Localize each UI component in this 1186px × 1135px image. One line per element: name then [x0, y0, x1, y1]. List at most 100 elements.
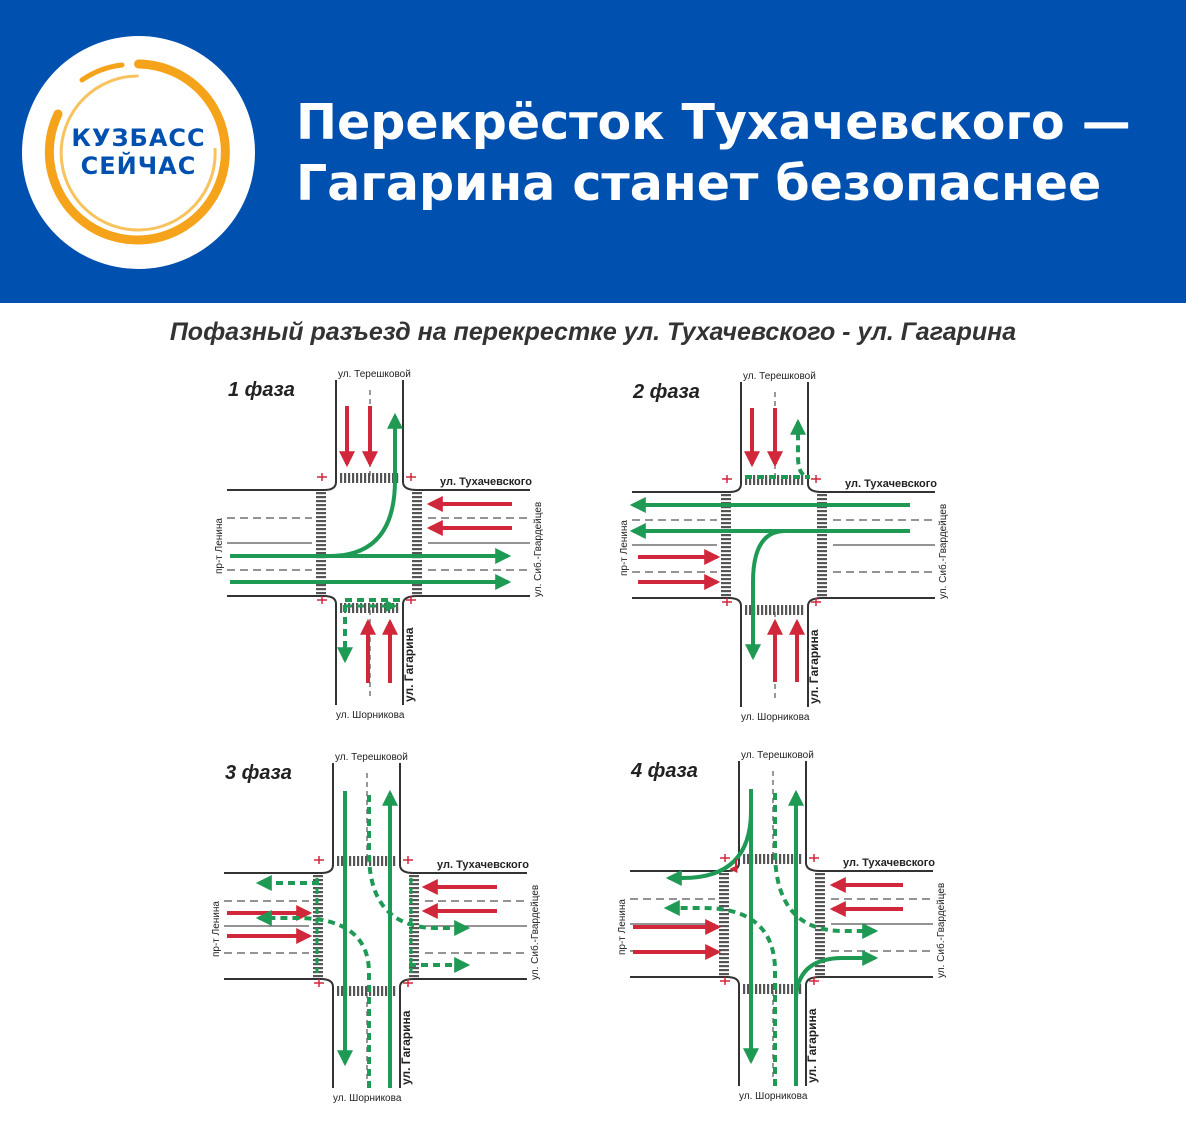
crosswalk-south — [743, 984, 746, 994]
crosswalk-west — [719, 941, 729, 944]
crosswalk-south — [777, 605, 780, 615]
crosswalk-south — [373, 986, 376, 996]
crosswalk-north — [384, 473, 387, 483]
crosswalk-east — [817, 506, 827, 509]
crosswalk-east — [412, 552, 422, 555]
crosswalk-east — [815, 937, 825, 940]
crosswalk-east — [815, 973, 825, 976]
crosswalk-west — [721, 506, 731, 509]
crosswalk-east — [815, 925, 825, 928]
crosswalk-east — [817, 574, 827, 577]
crosswalk-south — [384, 603, 387, 613]
crosswalk-south — [396, 603, 399, 613]
crosswalk-east — [412, 532, 422, 535]
crosswalk-south — [372, 603, 375, 613]
crosswalk-north — [368, 473, 371, 483]
crosswalk-west — [721, 594, 731, 597]
crosswalk-west — [316, 532, 326, 535]
crosswalk-west — [719, 949, 729, 952]
crosswalk-north — [352, 473, 355, 483]
crosswalk-east — [412, 564, 422, 567]
crosswalk-west — [721, 554, 731, 557]
crosswalk-north — [759, 854, 762, 864]
crosswalk-west — [313, 975, 323, 978]
crosswalk-north — [353, 856, 356, 866]
crosswalk-east — [409, 891, 419, 894]
street-label-east-vertical: ул. Сиб.-Гвардейцев — [935, 883, 947, 978]
crosswalk-east — [409, 967, 419, 970]
crosswalk-south — [356, 603, 359, 613]
street-label-east: ул. Тухачевского — [440, 476, 532, 488]
crosswalk-north — [348, 473, 351, 483]
crosswalk-north — [769, 475, 772, 485]
go-arrow-south-right — [794, 950, 879, 1002]
crosswalk-north — [396, 473, 399, 483]
crosswalk-east — [817, 590, 827, 593]
crosswalk-east — [409, 907, 419, 910]
crosswalk-west — [719, 877, 729, 880]
road-corner — [726, 976, 740, 986]
crosswalk-west — [721, 570, 731, 573]
crosswalk-west — [719, 965, 729, 968]
street-label-south: ул. Шорникова — [336, 710, 405, 721]
road-corner — [728, 597, 742, 607]
street-label-east-vertical: ул. Сиб.-Гвардейцев — [937, 504, 949, 599]
crosswalk-south — [368, 603, 371, 613]
crosswalk-east — [817, 498, 827, 501]
crosswalk-west — [316, 508, 326, 511]
crosswalk-west — [313, 875, 323, 878]
road-corner — [805, 976, 821, 986]
crosswalk-north — [360, 473, 363, 483]
crosswalk-east — [412, 496, 422, 499]
crosswalk-south — [761, 605, 764, 615]
crosswalk-north — [340, 473, 343, 483]
crosswalk-west — [316, 500, 326, 503]
crosswalk-south — [799, 984, 802, 994]
crosswalk-east — [409, 903, 419, 906]
crosswalk-west — [316, 568, 326, 571]
brand-line-1: КУЗБАСС — [71, 124, 206, 152]
crosswalk-east — [409, 959, 419, 962]
crosswalk-east — [412, 516, 422, 519]
crosswalk-east — [409, 935, 419, 938]
crosswalk-north — [777, 475, 780, 485]
crosswalk-west — [719, 945, 729, 948]
crosswalk-west — [316, 520, 326, 523]
crosswalk-west — [721, 562, 731, 565]
road-corner — [805, 862, 821, 872]
crosswalk-east — [412, 560, 422, 563]
crosswalk-north — [364, 473, 367, 483]
crosswalk-east — [409, 971, 419, 974]
crosswalk-west — [313, 935, 323, 938]
crosswalk-west — [313, 915, 323, 918]
road-corner — [399, 978, 415, 988]
crosswalk-south — [759, 984, 762, 994]
crosswalk-north — [763, 854, 766, 864]
road-corner — [399, 864, 415, 874]
crosswalk-east — [412, 536, 422, 539]
crosswalk-east — [412, 520, 422, 523]
crosswalk-south — [755, 984, 758, 994]
street-label-west: пр-т Ленина — [619, 520, 630, 576]
crosswalk-east — [815, 901, 825, 904]
crosswalk-south — [763, 984, 766, 994]
crosswalk-north — [376, 473, 379, 483]
crosswalk-north — [801, 475, 804, 485]
crosswalk-south — [381, 986, 384, 996]
crosswalk-south — [365, 986, 368, 996]
crosswalk-north — [761, 475, 764, 485]
crosswalk-west — [721, 494, 731, 497]
crosswalk-east — [815, 893, 825, 896]
crosswalk-south — [349, 986, 352, 996]
crosswalk-south — [771, 984, 774, 994]
crosswalk-east — [817, 570, 827, 573]
street-label-east-vertical: ул. Сиб.-Гвардейцев — [532, 502, 544, 597]
crosswalk-west — [719, 929, 729, 932]
crosswalk-east — [412, 576, 422, 579]
crosswalk-west — [313, 895, 323, 898]
crosswalk-north — [755, 854, 758, 864]
street-label-south: ул. Шорникова — [333, 1093, 402, 1104]
crosswalk-south — [364, 603, 367, 613]
